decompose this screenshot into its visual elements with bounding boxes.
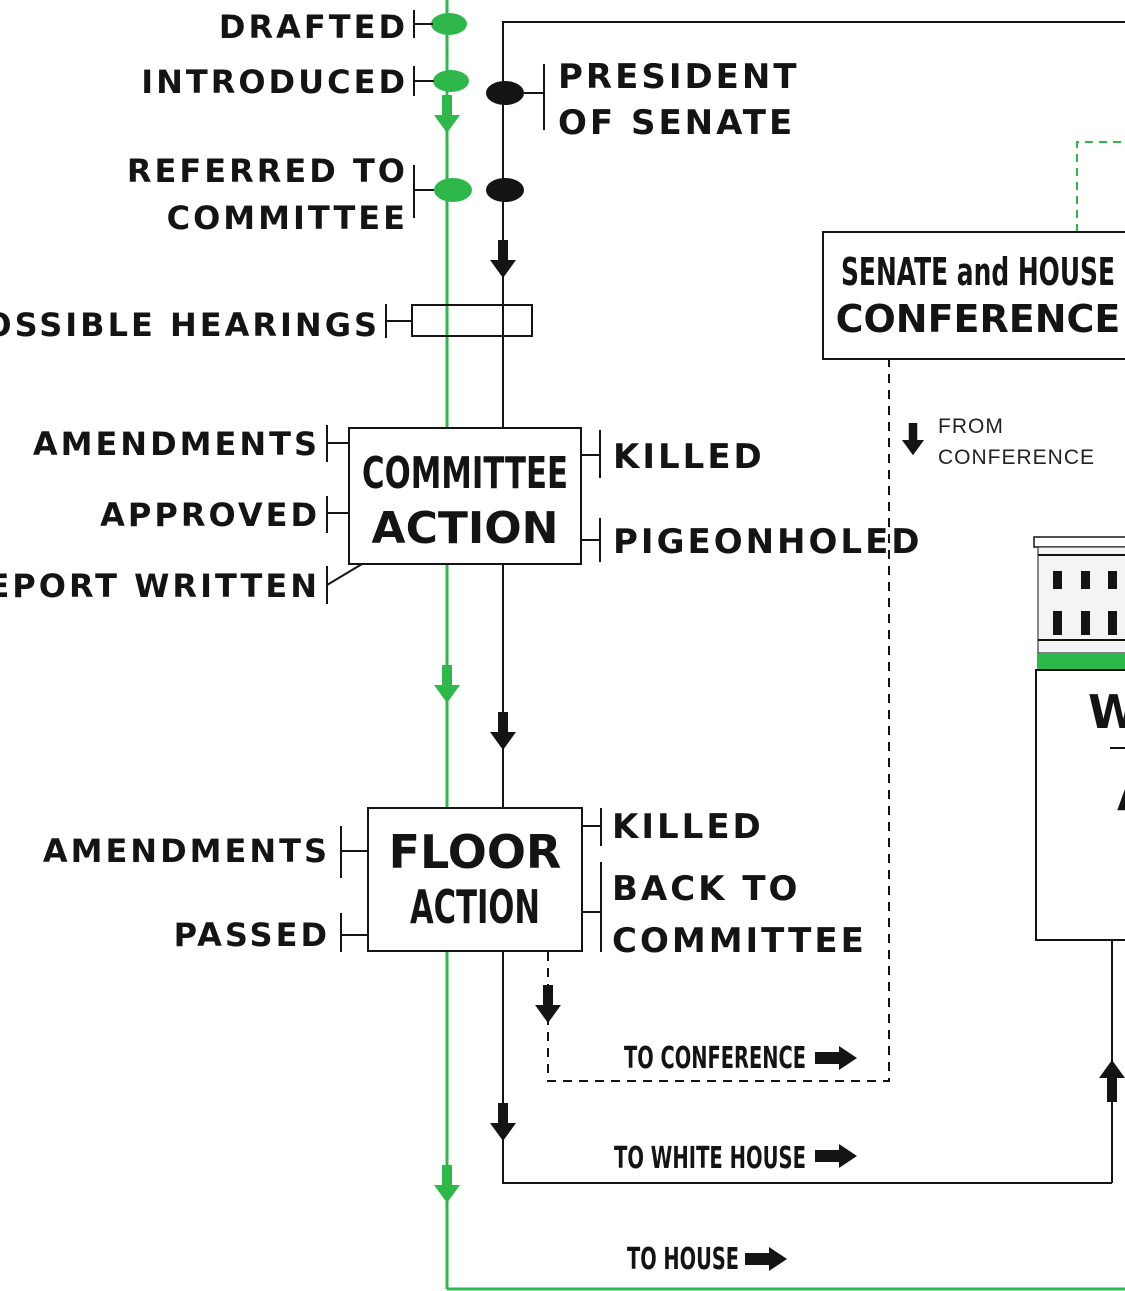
white-house-green-band bbox=[1037, 653, 1125, 670]
conference: SENATE and HOUSE CONFERENCE FROM CONFERE… bbox=[535, 141, 1125, 1082]
step-introduced: INTRODUCED bbox=[141, 63, 434, 101]
label-to-white-house: TO WHITE HOUSE bbox=[614, 1141, 806, 1176]
label-to-conference: TO CONFERENCE bbox=[624, 1041, 806, 1076]
committee-right-pigeonholed: PIGEONHOLED bbox=[613, 522, 923, 562]
green-arrow-icon bbox=[434, 665, 460, 703]
label-referred-line1: REFERRED TO bbox=[127, 152, 408, 190]
green-oval-drafted bbox=[431, 13, 467, 35]
arrow-up-icon bbox=[1099, 1060, 1125, 1078]
black-arrow-icon bbox=[490, 1103, 516, 1141]
arrow-right-icon bbox=[745, 1247, 787, 1271]
white-house-partial: A bbox=[1117, 767, 1125, 821]
black-arrow-icon bbox=[490, 240, 516, 278]
to-conference-arrow-icon bbox=[535, 985, 561, 1023]
floor-right-killed: KILLED bbox=[612, 807, 764, 847]
route-to-white-house: TO WHITE HOUSE bbox=[614, 1141, 857, 1176]
black-oval-referred bbox=[486, 178, 524, 202]
step-referred: REFERRED TO COMMITTEE bbox=[127, 152, 434, 237]
green-oval-referred bbox=[434, 178, 472, 202]
floor-box bbox=[367, 807, 583, 952]
committee-title-line1: COMMITTEE bbox=[362, 448, 568, 499]
committee-right-killed: KILLED bbox=[613, 437, 765, 477]
floor-action: FLOOR ACTION AMENDMENTS PASSED KILLED BA… bbox=[43, 807, 867, 961]
floor-left-passed: PASSED bbox=[174, 916, 330, 954]
committee-action: COMMITTEE ACTION AMENDMENTS APPROVED REP… bbox=[0, 425, 923, 605]
hearings-box bbox=[411, 304, 533, 337]
capitol-building-icon bbox=[1033, 536, 1125, 654]
president-of-senate: PRESIDENT OF SENATE bbox=[524, 57, 800, 143]
route-to-conference: TO CONFERENCE bbox=[624, 1041, 857, 1076]
floor-right-back-line2: COMMITTEE bbox=[612, 921, 867, 961]
floor-title-line2: ACTION bbox=[410, 880, 540, 934]
white-house: W A bbox=[1033, 536, 1125, 1102]
from-conference-arrow-icon bbox=[901, 423, 925, 456]
conference-box bbox=[822, 231, 1125, 360]
senate-track bbox=[502, 21, 1125, 1184]
route-to-house: TO HOUSE bbox=[627, 1242, 787, 1277]
label-hearings: POSSIBLE HEARINGS bbox=[0, 306, 380, 344]
label-president-line1: PRESIDENT bbox=[558, 57, 800, 97]
committee-left-approved: APPROVED bbox=[100, 496, 320, 534]
green-oval-introduced bbox=[433, 70, 469, 92]
house-track bbox=[445, 0, 1125, 1291]
label-to-house: TO HOUSE bbox=[627, 1242, 739, 1277]
label-drafted: DRAFTED bbox=[219, 8, 408, 46]
committee-left-amendments: AMENDMENTS bbox=[33, 425, 320, 463]
black-oval-president bbox=[486, 81, 524, 105]
label-referred-line2: COMMITTEE bbox=[167, 199, 408, 237]
floor-title-line1: FLOOR bbox=[389, 825, 562, 879]
white-house-box bbox=[1035, 669, 1125, 941]
committee-box bbox=[348, 427, 582, 565]
committee-left-report: REPORT WRITTEN bbox=[0, 567, 320, 605]
arrow-right-icon bbox=[815, 1144, 857, 1168]
step-hearings: POSSIBLE HEARINGS bbox=[0, 304, 533, 344]
label-president-line2: OF SENATE bbox=[558, 103, 795, 143]
conference-title-line1: SENATE and HOUSE bbox=[841, 250, 1115, 294]
floor-right-back-line1: BACK TO bbox=[612, 869, 800, 909]
from-conference-line1: FROM bbox=[938, 415, 1004, 438]
green-arrow-icon bbox=[434, 95, 460, 133]
black-arrow-icon bbox=[490, 712, 516, 750]
arrow-right-icon bbox=[815, 1046, 857, 1070]
from-conference-line2: CONFERENCE bbox=[938, 446, 1095, 469]
step-drafted: DRAFTED bbox=[219, 8, 433, 46]
floor-left-amendments: AMENDMENTS bbox=[43, 832, 330, 870]
white-house-letter: W bbox=[1088, 685, 1125, 739]
conference-title-line2: CONFERENCE bbox=[836, 297, 1121, 341]
green-arrow-icon bbox=[434, 1165, 460, 1203]
label-introduced: INTRODUCED bbox=[141, 63, 408, 101]
committee-title-line2: ACTION bbox=[372, 503, 559, 554]
